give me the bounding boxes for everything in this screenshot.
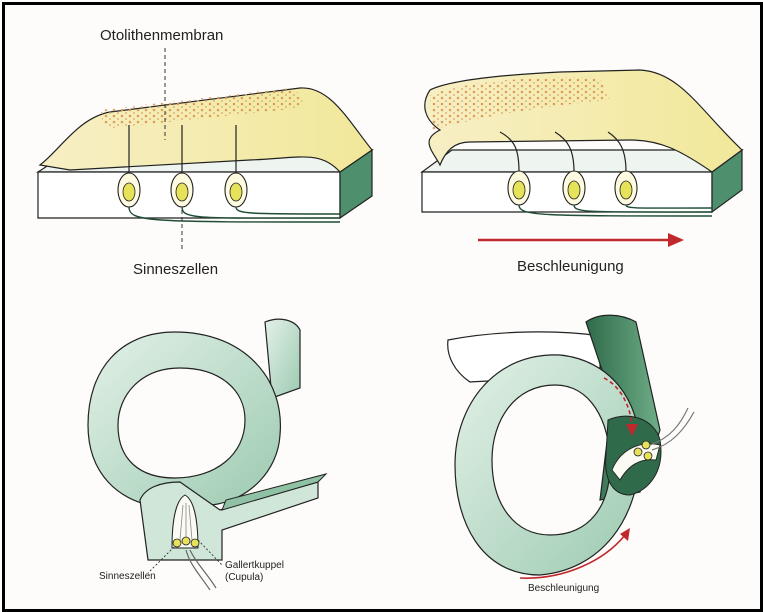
- acceleration-arrow-head: [668, 233, 684, 247]
- label-acceleration-bottom: Beschleunigung: [528, 583, 599, 595]
- sensory-cell: [118, 173, 140, 207]
- label-acceleration-top: Beschleunigung: [517, 258, 624, 275]
- semicircular-canal-rest: [88, 319, 326, 590]
- canal-ring: [88, 332, 280, 508]
- sensory-cell: [508, 171, 530, 205]
- semicircular-canal-accelerated: [448, 315, 694, 578]
- otolith-organ-accelerated: [422, 70, 742, 247]
- sensory-cell: [171, 173, 193, 207]
- label-otolith-membrane: Otolithenmembran: [100, 27, 223, 44]
- sensory-cell: [634, 448, 642, 456]
- label-sensory-cells-top: Sinneszellen: [133, 261, 218, 278]
- sensory-cell: [615, 171, 637, 205]
- sensory-cell: [225, 173, 247, 207]
- label-sensory-cells-bottom: Sinneszellen: [99, 571, 156, 583]
- otolith-organ-rest: [38, 48, 372, 252]
- sensory-cell: [173, 539, 181, 547]
- sensory-cell: [563, 171, 585, 205]
- sensory-cell: [182, 537, 190, 545]
- label-cupula-line1: Gallertkuppel: [225, 560, 284, 572]
- sensory-cell: [644, 452, 652, 460]
- sensory-cell: [642, 441, 650, 449]
- label-cupula-line2: (Cupula): [225, 572, 263, 584]
